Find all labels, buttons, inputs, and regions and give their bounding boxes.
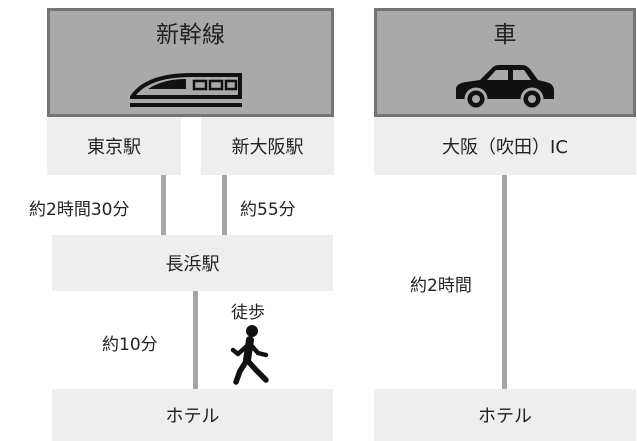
car-duration: 約2時間 bbox=[410, 276, 472, 296]
bullet-train-icon bbox=[130, 73, 242, 107]
origin-osaka-suita-ic: 大阪（吹田）IC bbox=[374, 117, 636, 175]
station-nagahama: 長浜駅 bbox=[52, 235, 333, 291]
duration-shinosaka: 約55分 bbox=[240, 200, 296, 220]
duration-tokyo: 約2時間30分 bbox=[29, 200, 130, 220]
hotel-car: ホテル bbox=[374, 389, 636, 441]
walk-label: 徒歩 bbox=[231, 303, 265, 323]
station-tokyo: 東京駅 bbox=[47, 117, 181, 175]
hotel-shinkansen: ホテル bbox=[52, 389, 333, 441]
connector-tokyo-nagahama bbox=[161, 175, 166, 235]
car-icon bbox=[456, 65, 554, 111]
connector-shinosaka-nagahama bbox=[222, 175, 227, 235]
connector-ic-hotel bbox=[502, 175, 507, 389]
car-title: 車 bbox=[493, 22, 517, 48]
connector-nagahama-hotel bbox=[193, 291, 198, 389]
station-shinosaka: 新大阪駅 bbox=[201, 117, 334, 175]
walking-person-icon bbox=[230, 325, 269, 385]
walk-duration: 約10分 bbox=[102, 335, 158, 355]
shinkansen-header: 新幹線 bbox=[47, 8, 334, 117]
car-header: 車 bbox=[374, 8, 636, 117]
shinkansen-title: 新幹線 bbox=[156, 22, 225, 48]
